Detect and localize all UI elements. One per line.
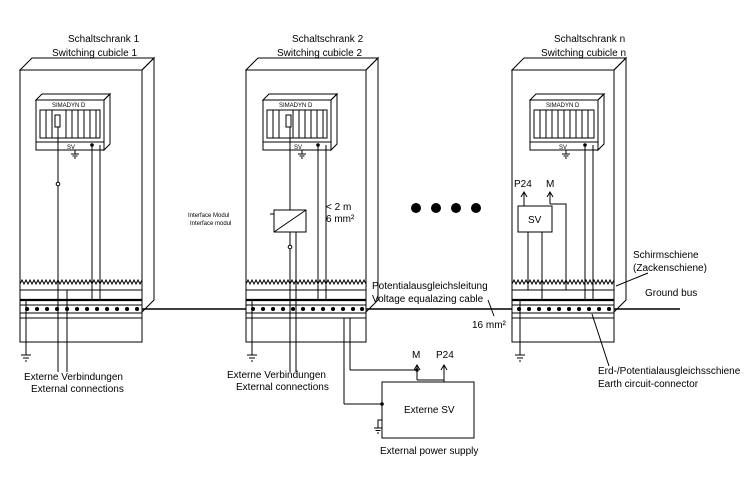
- cabinet-2-shield-bar: [245, 278, 367, 286]
- cabinet-n-device-label: SIMADYN D: [546, 103, 580, 109]
- psu-n-p24-label: P24: [514, 179, 532, 190]
- equalizing-label-de: Potentialausgleichsleitung: [372, 281, 488, 292]
- cabinet-2-body: [245, 69, 367, 343]
- cabinet-1-device-label: SIMADYN D: [52, 103, 86, 109]
- cabinet-1: Schaltschrank 1 Switching cubicle 1 SIMA…: [18, 34, 156, 395]
- cabinet-n-ground-icon: [562, 150, 570, 159]
- cabinet-2-title-de: Schaltschrank 2: [292, 34, 364, 45]
- equalizing-cross-section: 16 mm²: [472, 320, 507, 331]
- external-psu-m-label: M: [412, 350, 420, 361]
- cabinet-n-title-de: Schaltschrank n: [554, 34, 625, 45]
- external-2-de: Externe Verbindungen: [227, 370, 326, 381]
- cabinet-2-device-label: SIMADYN D: [279, 103, 313, 109]
- cabinet-n-shield-bar: [511, 278, 615, 286]
- cabinet-2-sv-label: SV: [294, 145, 302, 151]
- cabinet-n-title-en: Switching cubicle n: [541, 48, 626, 59]
- psu-n-p24-arrow-icon: [520, 191, 528, 206]
- psu-n-box: [517, 205, 553, 233]
- external-2-en: External connections: [236, 382, 329, 393]
- shield-label-paren: (Zackenschiene): [633, 263, 707, 274]
- interface-module-label-1: Interface Modul: [188, 213, 229, 219]
- spec-length: < 2 m: [326, 202, 351, 213]
- cabinet-1-top: [18, 57, 156, 71]
- cabinet-n-sv-label: SV: [559, 145, 567, 151]
- cabinet-1-body: [19, 69, 143, 343]
- cabinet-2-ground-icon: [298, 150, 306, 159]
- cabinet-2-side: [365, 56, 379, 314]
- external-psu-earth-icon: [374, 419, 382, 434]
- cabinet-2-title-en: Switching cubicle 2: [277, 48, 362, 59]
- interface-module-label-2: Interface modul: [190, 221, 231, 227]
- external-1-en: External connections: [31, 384, 124, 395]
- ellipsis-dots: [411, 203, 481, 213]
- cabinet-1-ground-icon: [71, 150, 79, 159]
- earth-label-en: Earth circuit-connector: [598, 379, 699, 390]
- psu-n-m-label: M: [546, 179, 554, 190]
- psu-n-sv-label: SV: [528, 215, 542, 226]
- cabinet-1-shield-bar: [19, 278, 143, 286]
- cabinet-1-sv-label: SV: [67, 145, 75, 151]
- cabinet-n-top: [510, 57, 628, 71]
- earth-label-de: Erd-/Potentialausgleichsschiene: [598, 366, 741, 377]
- external-1-de: Externe Verbindungen: [24, 372, 123, 383]
- ground-bus-label: Ground bus: [645, 288, 697, 299]
- shield-label-de: Schirmschiene: [633, 250, 699, 261]
- external-psu-p24-label: P24: [436, 350, 454, 361]
- cabinet-n-side: [613, 56, 627, 314]
- psu-n-m-arrow-icon: [546, 191, 554, 204]
- cabinet-2-top: [244, 57, 380, 71]
- external-psu-box-label: Externe SV: [404, 405, 455, 416]
- spec-cross-section: 6 mm²: [326, 214, 355, 225]
- equalizing-label-en: Voltage equalazing cable: [372, 294, 484, 305]
- external-psu: M P24 Externe SV External power supply: [343, 318, 478, 457]
- external-psu-p24-arrow-icon: [440, 364, 448, 382]
- external-psu-box: [381, 381, 475, 439]
- external-psu-caption: External power supply: [380, 446, 478, 457]
- cabinet-n-body: [511, 69, 615, 343]
- cabinet-1-title-en: Switching cubicle 1: [52, 48, 137, 59]
- cabinet-1-earth-icon: [21, 354, 31, 362]
- cabinet-1-title-de: Schaltschrank 1: [68, 34, 140, 45]
- cabinet-1-side: [141, 56, 155, 314]
- cabinet-2-earth-icon: [247, 354, 257, 362]
- cabinet-n-earth-icon: [515, 354, 525, 362]
- cabinet-n: Schaltschrank n Switching cubicle n SIMA…: [510, 34, 628, 362]
